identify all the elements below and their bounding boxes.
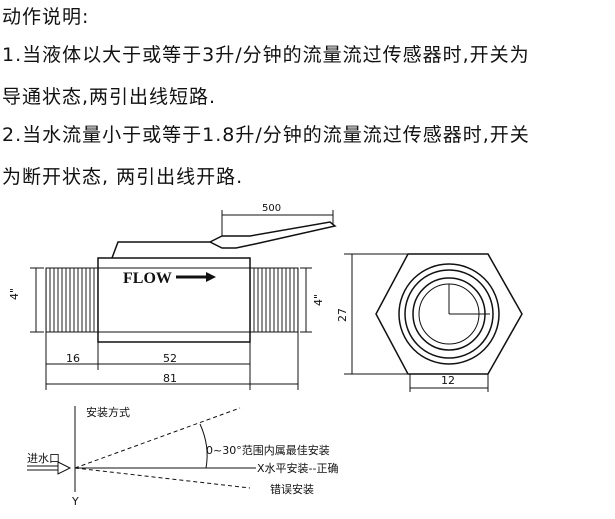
dim-27: 27 bbox=[336, 308, 349, 322]
dim-wire-length: 500 bbox=[262, 203, 281, 214]
description-item2-line2: 为断开状态, 两引出线开路. bbox=[2, 166, 244, 188]
description-heading: 动作说明: bbox=[2, 6, 90, 28]
dim-12: 12 bbox=[441, 374, 455, 387]
description-item2-line1: 2.当水流量小于或等于1.8升/分钟的流量流过传感器时,开关 bbox=[2, 124, 530, 146]
dim-81: 81 bbox=[163, 372, 177, 385]
inlet-arrow bbox=[57, 461, 72, 475]
sensor-body bbox=[97, 257, 251, 343]
left-thread bbox=[45, 267, 99, 333]
right-thread bbox=[249, 267, 299, 333]
dim-52: 52 bbox=[163, 352, 177, 365]
dim-thread-left: 4" bbox=[8, 288, 21, 300]
dim-thread-right: 4" bbox=[312, 294, 325, 306]
wrong-label: 错误安装 bbox=[270, 482, 314, 496]
sensor-side-view: 500 FLOW 4" 4" 16 52 81 bbox=[8, 203, 337, 390]
installation-diagram: 安装方式 Y X水平安装--正确 错误安装 0~30°范围内属最佳安装 进水口 bbox=[27, 405, 338, 508]
angle-label: 0~30°范围内属最佳安装 bbox=[206, 443, 330, 457]
y-axis-label: Y bbox=[71, 495, 79, 508]
technical-drawing: 500 FLOW 4" 4" 16 52 81 bbox=[8, 203, 523, 508]
sensor-end-view: 27 12 bbox=[336, 253, 523, 392]
flow-label: FLOW bbox=[123, 270, 172, 287]
dim-16: 16 bbox=[66, 352, 80, 365]
inlet-label: 进水口 bbox=[27, 452, 60, 465]
wrong-install-line bbox=[74, 467, 251, 489]
description-item1-line1: 1.当液体以大于或等于3升/分钟的流量流过传感器时,开关为 bbox=[2, 44, 530, 66]
horizontal-label: X水平安装--正确 bbox=[257, 461, 338, 475]
install-title: 安装方式 bbox=[86, 405, 130, 419]
description-item1-line2: 导通状态,两引出线短路. bbox=[2, 86, 217, 108]
optimal-range-line bbox=[74, 407, 241, 469]
